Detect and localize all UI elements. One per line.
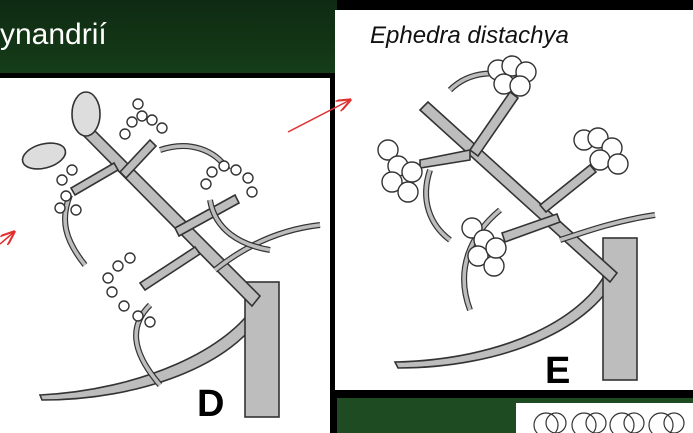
red-arrow-middle (288, 100, 350, 132)
figure-d-letter: D (197, 383, 224, 425)
figure-d-drawing (20, 92, 320, 417)
red-arrow-left (0, 232, 14, 244)
figure-e-letter: E (545, 350, 570, 392)
figure-e-drawing (395, 73, 655, 380)
